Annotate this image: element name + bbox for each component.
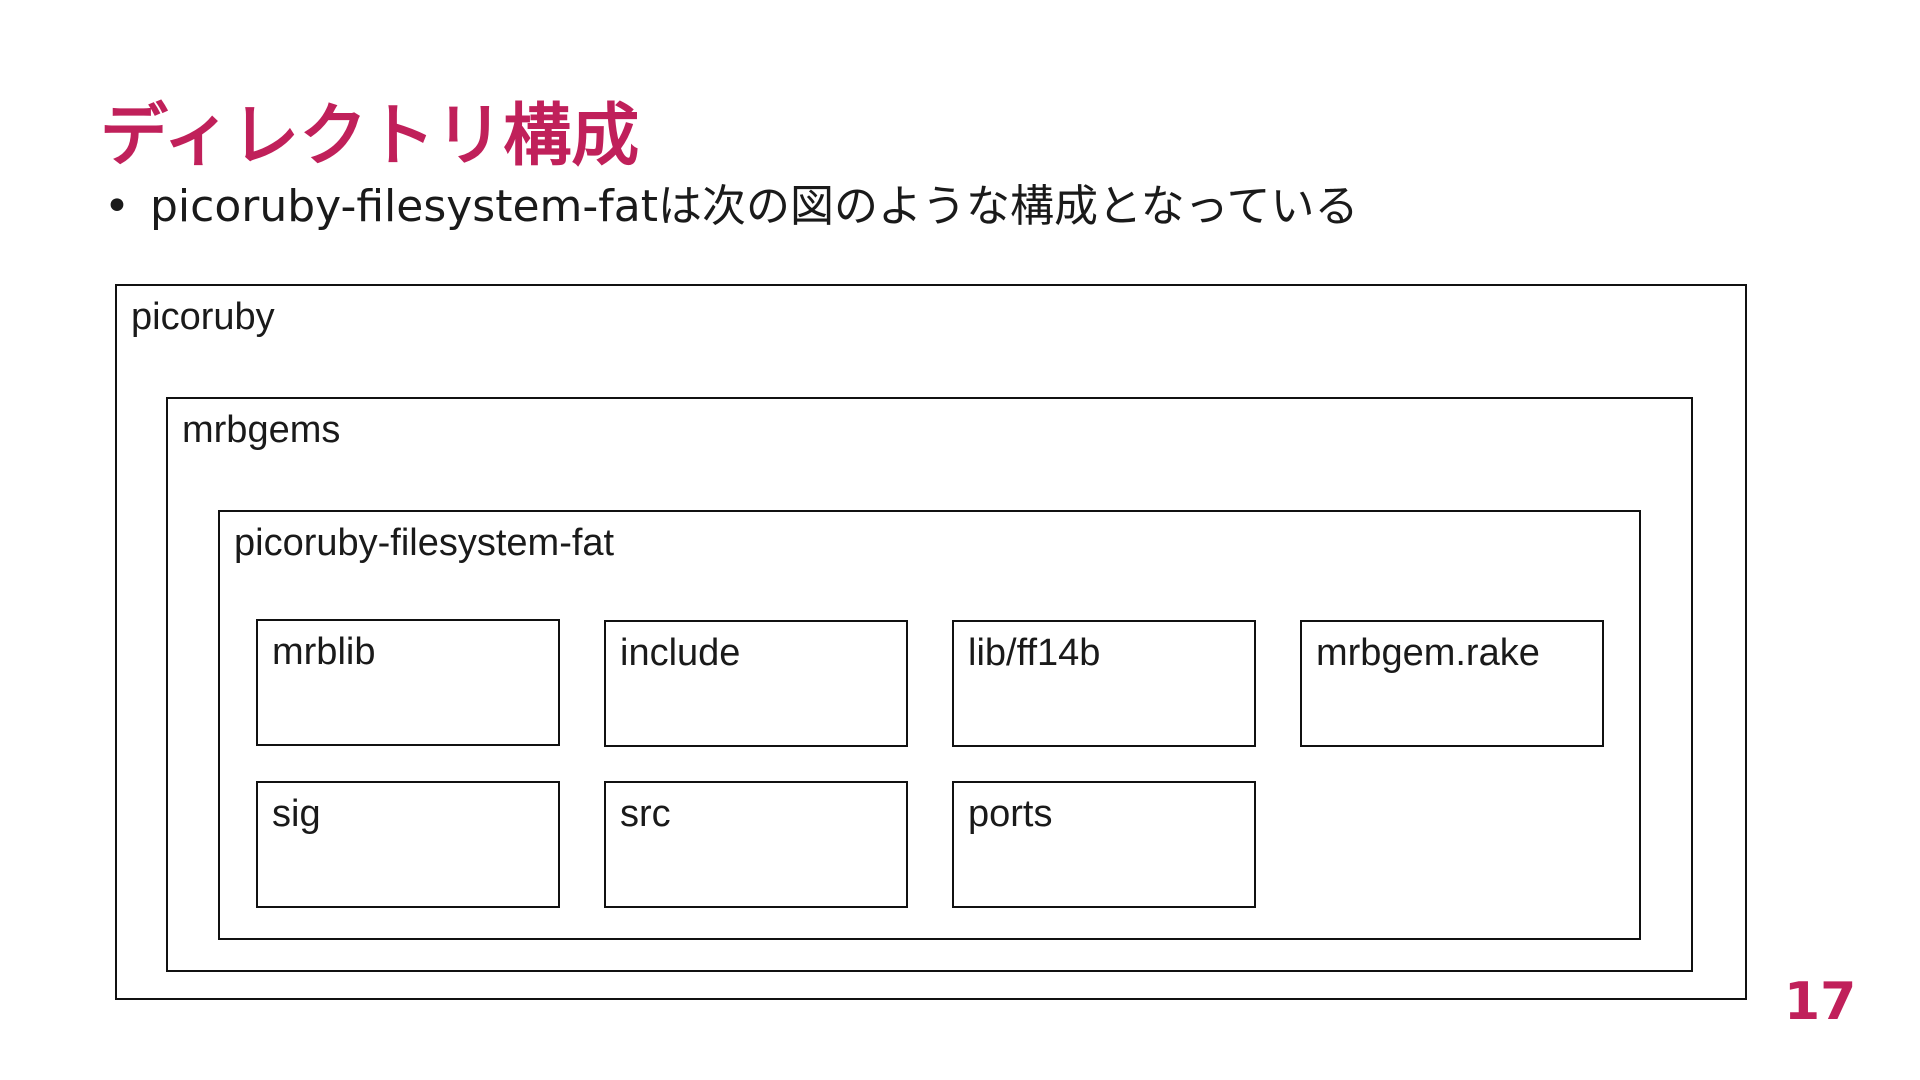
slide-title: ディレクトリ構成 — [100, 96, 640, 176]
box-label-picoruby: picoruby — [131, 296, 275, 338]
box-label-lib-ff14b: lib/ff14b — [968, 632, 1101, 674]
box-picoruby-filesystem-fat: picoruby-filesystem-fat — [218, 510, 1641, 940]
box-label-ports: ports — [968, 793, 1053, 835]
box-src: src — [604, 781, 908, 908]
bullet-item: • picoruby-filesystem-fatは次の図のような構成となってい… — [100, 172, 1358, 242]
box-include: include — [604, 620, 908, 747]
page-number: 17 — [1784, 972, 1857, 1032]
bullet-list: • picoruby-filesystem-fatは次の図のような構成となってい… — [100, 172, 1358, 242]
box-label-sig: sig — [272, 793, 321, 835]
box-picoruby: picoruby — [115, 284, 1747, 1000]
box-label-mrbgem-rake: mrbgem.rake — [1316, 632, 1540, 674]
box-label-mrblib: mrblib — [272, 631, 376, 673]
box-lib-ff14b: lib/ff14b — [952, 620, 1256, 747]
box-ports: ports — [952, 781, 1256, 908]
box-mrbgems: mrbgems — [166, 397, 1693, 972]
bullet-text: picoruby-filesystem-fatは次の図のような構成となっている — [150, 181, 1359, 232]
box-label-src: src — [620, 793, 671, 835]
box-label-include: include — [620, 632, 741, 674]
box-mrblib: mrblib — [256, 619, 560, 746]
box-label-picoruby-filesystem-fat: picoruby-filesystem-fat — [234, 522, 615, 564]
box-mrbgem-rake: mrbgem.rake — [1300, 620, 1604, 747]
box-label-mrbgems: mrbgems — [182, 409, 341, 451]
bullet-dot-icon: • — [104, 181, 130, 232]
box-sig: sig — [256, 781, 560, 908]
